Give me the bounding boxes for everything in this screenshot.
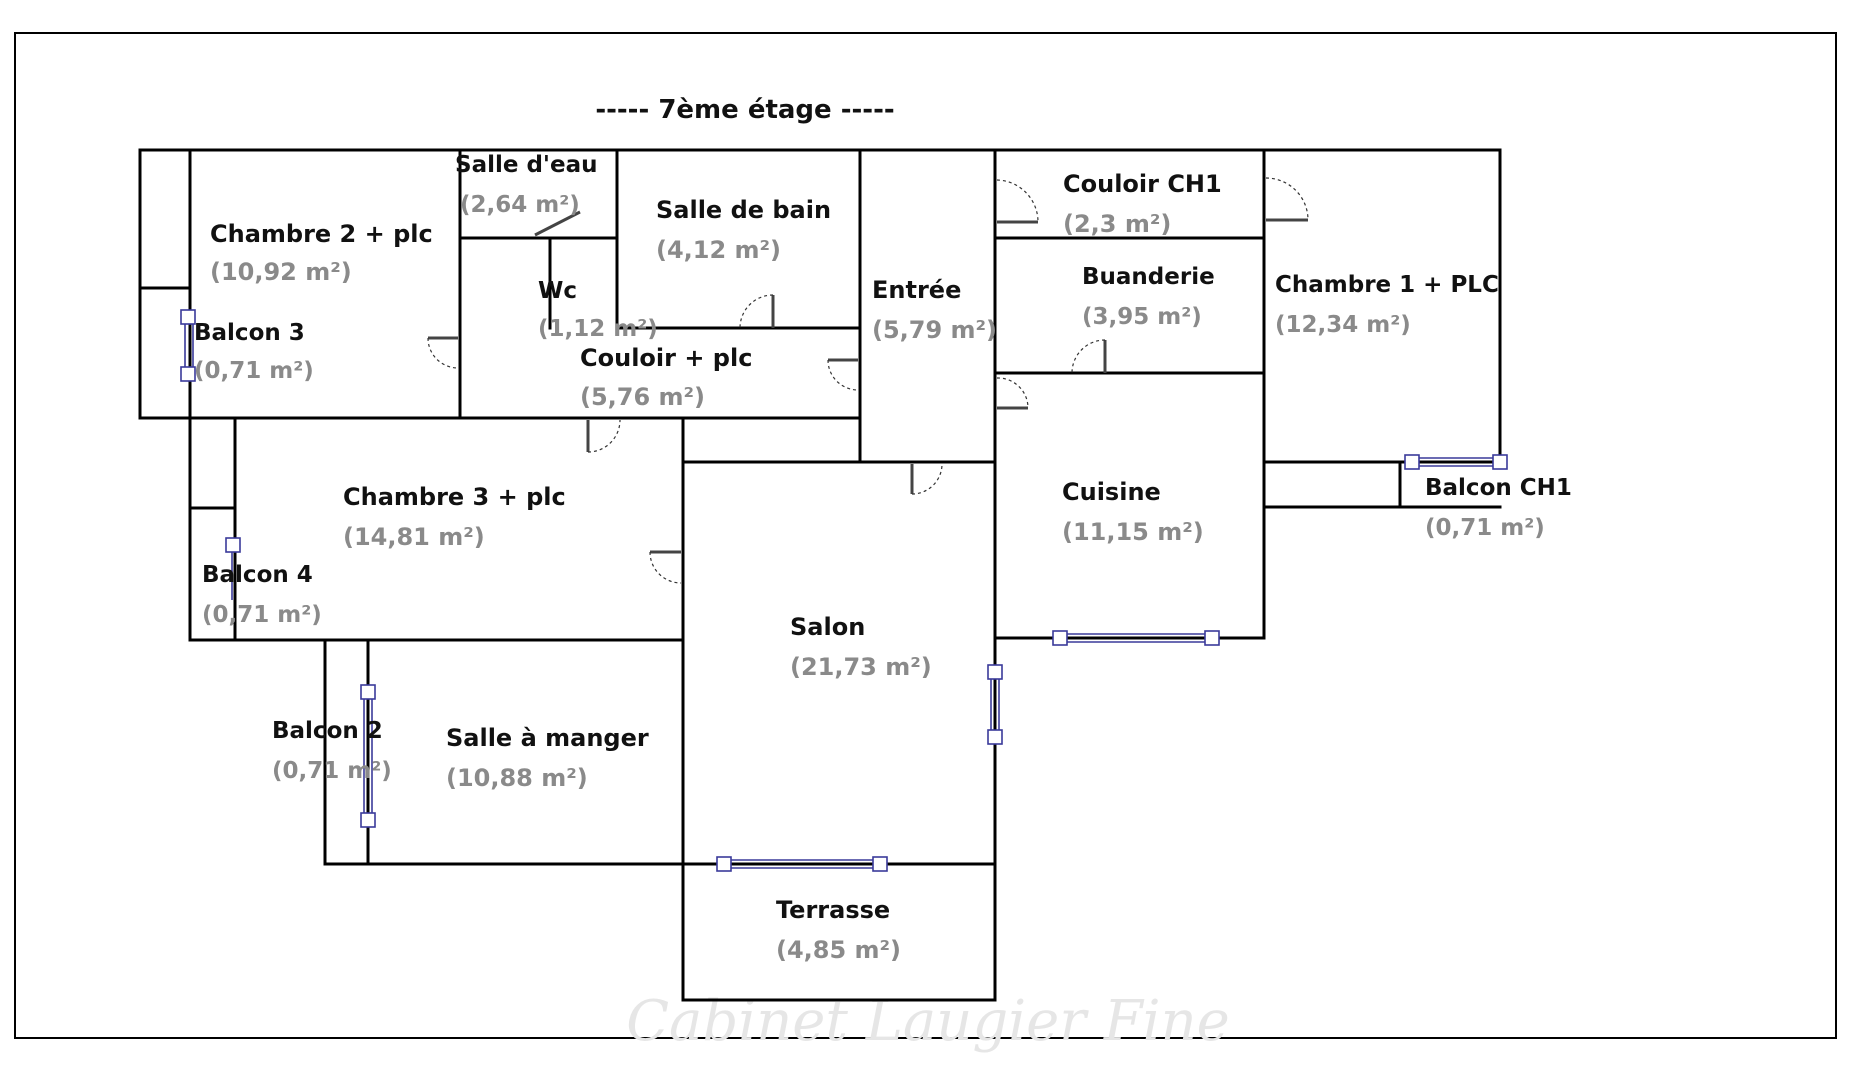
frame-border (14, 32, 1837, 1039)
room-name: Balcon 4 (202, 562, 313, 588)
room-area: (3,95 m²) (1082, 304, 1202, 330)
room-name: Couloir + plc (580, 344, 752, 372)
room-area: (4,12 m²) (656, 236, 781, 264)
floor-title: ----- 7ème étage ----- (595, 95, 894, 125)
room-name: Chambre 1 + PLC (1275, 272, 1499, 298)
room-area: (10,88 m²) (446, 764, 588, 792)
room-name: Chambre 3 + plc (343, 483, 566, 511)
room-name: Cuisine (1062, 478, 1161, 506)
room-area: (2,64 m²) (460, 192, 580, 218)
room-area: (1,12 m²) (538, 316, 658, 342)
room-area: (0,71 m²) (272, 758, 392, 784)
room-name: Salle d'eau (455, 152, 597, 178)
room-area: (5,76 m²) (580, 383, 705, 411)
room-area: (21,73 m²) (790, 653, 932, 681)
room-name: Salon (790, 613, 865, 641)
doors (427, 177, 1309, 584)
room-name: Entrée (872, 276, 961, 304)
room-name: Salle de bain (656, 196, 831, 224)
room-name: Balcon 2 (272, 718, 383, 744)
room-area: (4,85 m²) (776, 936, 901, 964)
room-name: Balcon 3 (194, 320, 305, 346)
walls (138, 148, 1502, 1002)
windows (180, 309, 1508, 872)
room-name: Terrasse (776, 896, 890, 924)
room-area: (0,71 m²) (194, 358, 314, 384)
room-area: (0,71 m²) (202, 602, 322, 628)
room-name: Balcon CH1 (1425, 475, 1572, 501)
room-area: (11,15 m²) (1062, 518, 1204, 546)
room-name: Chambre 2 + plc (210, 220, 433, 248)
room-area: (5,79 m²) (872, 316, 997, 344)
room-area: (0,71 m²) (1425, 515, 1545, 541)
room-area: (14,81 m²) (343, 523, 485, 551)
room-labels: Salle d'eau (2,64 m²) Salle de bain (4,1… (194, 152, 1572, 964)
room-name: Buanderie (1082, 264, 1215, 290)
room-area: (2,3 m²) (1063, 210, 1171, 238)
room-area: (12,34 m²) (1275, 312, 1411, 338)
room-area: (10,92 m²) (210, 258, 352, 286)
room-name: Couloir CH1 (1063, 170, 1222, 198)
room-name: Salle à manger (446, 724, 649, 752)
room-name: Wc (538, 278, 577, 304)
